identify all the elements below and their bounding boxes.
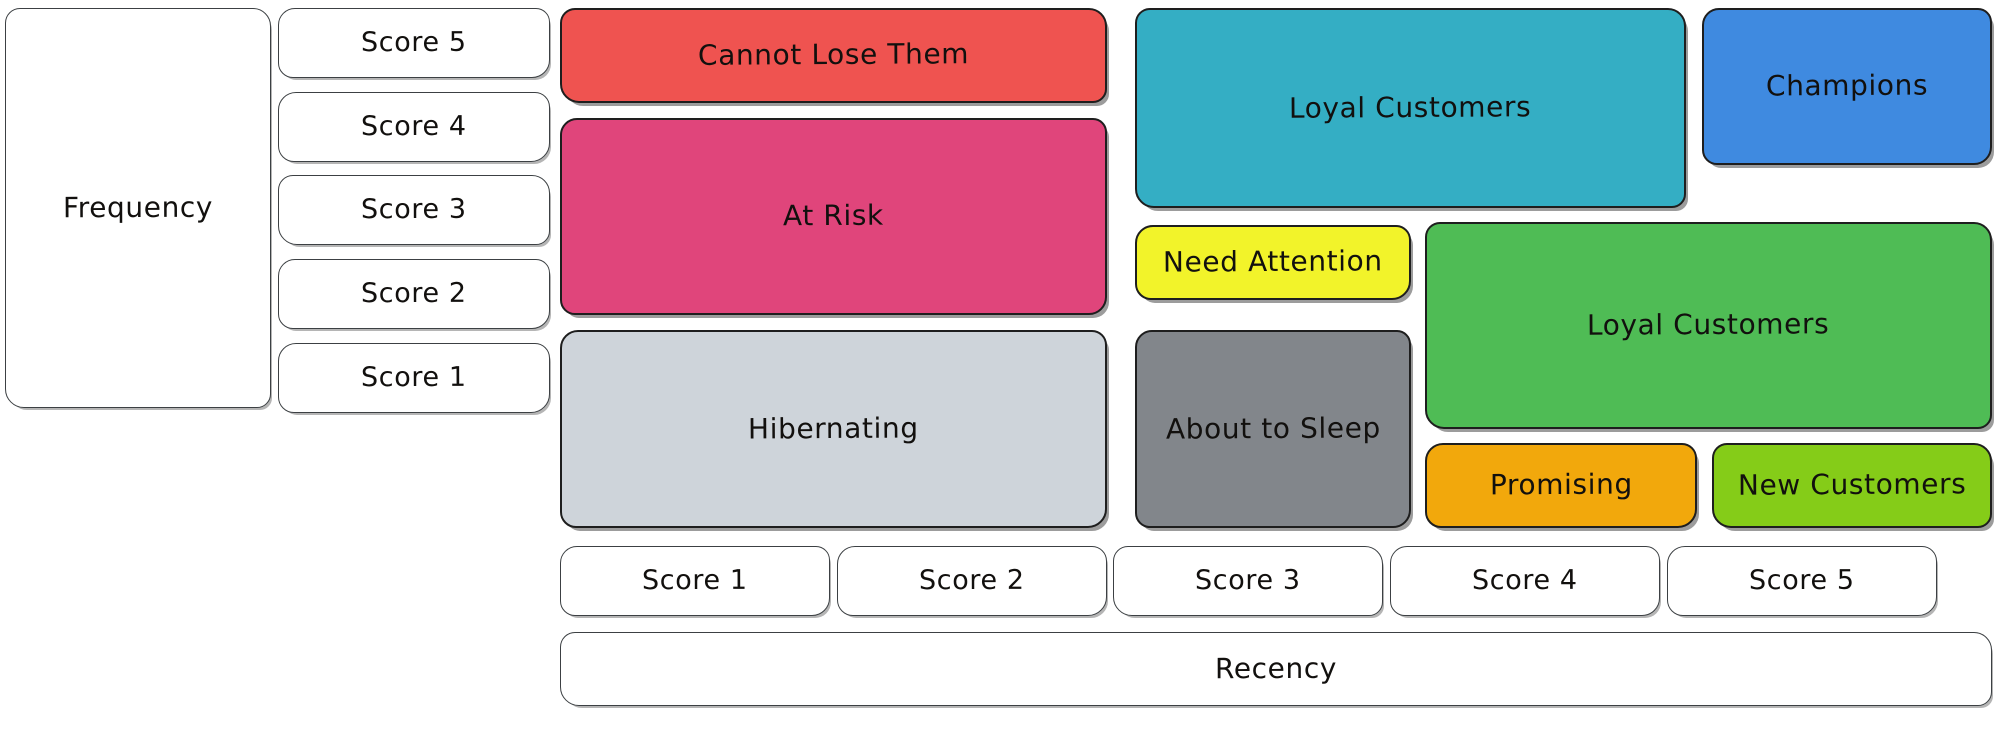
- recency-axis-box-label: Recency: [1214, 651, 1338, 686]
- frequency-score-5[interactable]: Score 5: [278, 8, 550, 78]
- segment-card-hibernating-2[interactable]: Hibernating: [560, 330, 1107, 528]
- segment-card-about-to-sleep-7[interactable]: About to Sleep: [1135, 330, 1411, 528]
- frequency-score-3[interactable]: Score 3: [278, 175, 550, 245]
- recency-score-1-label: Score 1: [642, 565, 748, 597]
- segment-card-about-to-sleep-7-label: About to Sleep: [1165, 411, 1381, 446]
- frequency-axis-box-label: Frequency: [62, 190, 214, 225]
- segment-card-loyal-customers-6-label: Loyal Customers: [1587, 307, 1830, 343]
- frequency-axis-box: Frequency: [5, 8, 271, 408]
- frequency-score-2[interactable]: Score 2: [278, 259, 550, 329]
- segment-card-promising-8[interactable]: Promising: [1425, 443, 1697, 528]
- segment-card-at-risk-1-label: At Risk: [783, 199, 884, 233]
- recency-score-2-label: Score 2: [919, 565, 1025, 597]
- recency-score-1[interactable]: Score 1: [560, 546, 830, 616]
- recency-score-3-label: Score 3: [1195, 565, 1301, 597]
- segment-card-loyal-customers-3[interactable]: Loyal Customers: [1135, 8, 1686, 208]
- segment-card-champions-4[interactable]: Champions: [1702, 8, 1992, 165]
- recency-score-4-label: Score 4: [1472, 565, 1578, 597]
- segment-card-promising-8-label: Promising: [1489, 467, 1633, 502]
- segment-card-need-attention-5-label: Need Attention: [1163, 244, 1383, 280]
- segment-card-need-attention-5[interactable]: Need Attention: [1135, 225, 1411, 300]
- segment-card-cannot-lose-them-0[interactable]: Cannot Lose Them: [560, 8, 1107, 103]
- frequency-score-1-label: Score 1: [361, 362, 467, 394]
- frequency-score-4-label: Score 4: [361, 111, 467, 143]
- recency-score-5-label: Score 5: [1749, 565, 1855, 597]
- segment-card-hibernating-2-label: Hibernating: [748, 411, 919, 446]
- segment-card-at-risk-1[interactable]: At Risk: [560, 118, 1107, 315]
- frequency-score-3-label: Score 3: [361, 194, 467, 226]
- recency-score-3[interactable]: Score 3: [1113, 546, 1383, 616]
- frequency-score-4[interactable]: Score 4: [278, 92, 550, 162]
- recency-score-2[interactable]: Score 2: [837, 546, 1107, 616]
- segment-card-loyal-customers-3-label: Loyal Customers: [1289, 90, 1532, 125]
- segment-card-champions-4-label: Champions: [1765, 68, 1929, 103]
- frequency-score-1[interactable]: Score 1: [278, 343, 550, 413]
- segment-card-new-customers-9[interactable]: New Customers: [1712, 443, 1992, 528]
- recency-score-5[interactable]: Score 5: [1667, 546, 1937, 616]
- segment-card-new-customers-9-label: New Customers: [1737, 467, 1967, 503]
- recency-axis-box: Recency: [560, 632, 1992, 706]
- segment-card-cannot-lose-them-0-label: Cannot Lose Them: [697, 37, 970, 73]
- recency-score-4[interactable]: Score 4: [1390, 546, 1660, 616]
- frequency-score-5-label: Score 5: [361, 27, 467, 59]
- frequency-score-2-label: Score 2: [361, 278, 467, 310]
- segment-card-loyal-customers-6[interactable]: Loyal Customers: [1425, 222, 1992, 429]
